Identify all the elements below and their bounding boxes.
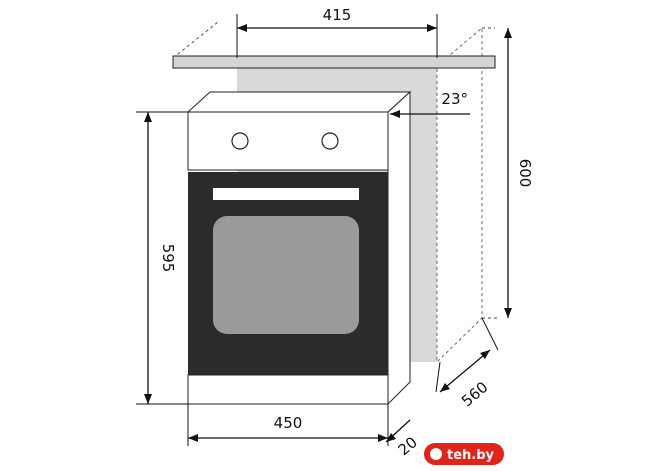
knob-icon	[231, 132, 249, 150]
arrow-icon	[237, 24, 247, 32]
watermark-text: teh.by	[447, 448, 495, 463]
brand-icon	[430, 448, 442, 460]
arrow-icon	[144, 112, 152, 122]
dimension-label-oven-width: 450	[274, 414, 303, 432]
dimension-label-angle: 23°	[441, 90, 468, 108]
niche-edge-line	[172, 21, 219, 59]
dimension-label-panel-depth: 20	[395, 433, 421, 459]
extension-line	[435, 361, 441, 393]
oven-bottom	[187, 374, 389, 405]
dimension-line-560	[439, 349, 491, 393]
extension-line	[481, 317, 499, 351]
oven-top	[186, 91, 412, 113]
arrow-icon	[390, 110, 400, 118]
arrow-icon	[504, 308, 512, 318]
arrow-icon	[188, 434, 198, 442]
dimension-label-niche-depth: 560	[458, 378, 492, 410]
top-shelf	[172, 55, 496, 69]
arrow-icon	[427, 24, 437, 32]
arrow-icon	[144, 394, 152, 404]
arrow-icon	[378, 434, 388, 442]
dimension-label-niche-height: 600	[516, 159, 534, 188]
oven-window	[213, 216, 359, 334]
arrow-icon	[440, 383, 450, 392]
knob-icon	[321, 132, 339, 150]
arrow-icon	[504, 28, 512, 38]
dimension-label-niche-width: 415	[323, 6, 352, 24]
door-handle	[213, 188, 359, 200]
arrow-icon	[386, 433, 396, 442]
cabinet-side-right	[436, 27, 483, 363]
watermark: teh.by	[424, 443, 504, 465]
oven-side	[387, 90, 411, 406]
dimension-label-oven-height: 595	[159, 244, 177, 273]
control-panel	[187, 111, 389, 171]
arrow-icon	[480, 350, 490, 359]
